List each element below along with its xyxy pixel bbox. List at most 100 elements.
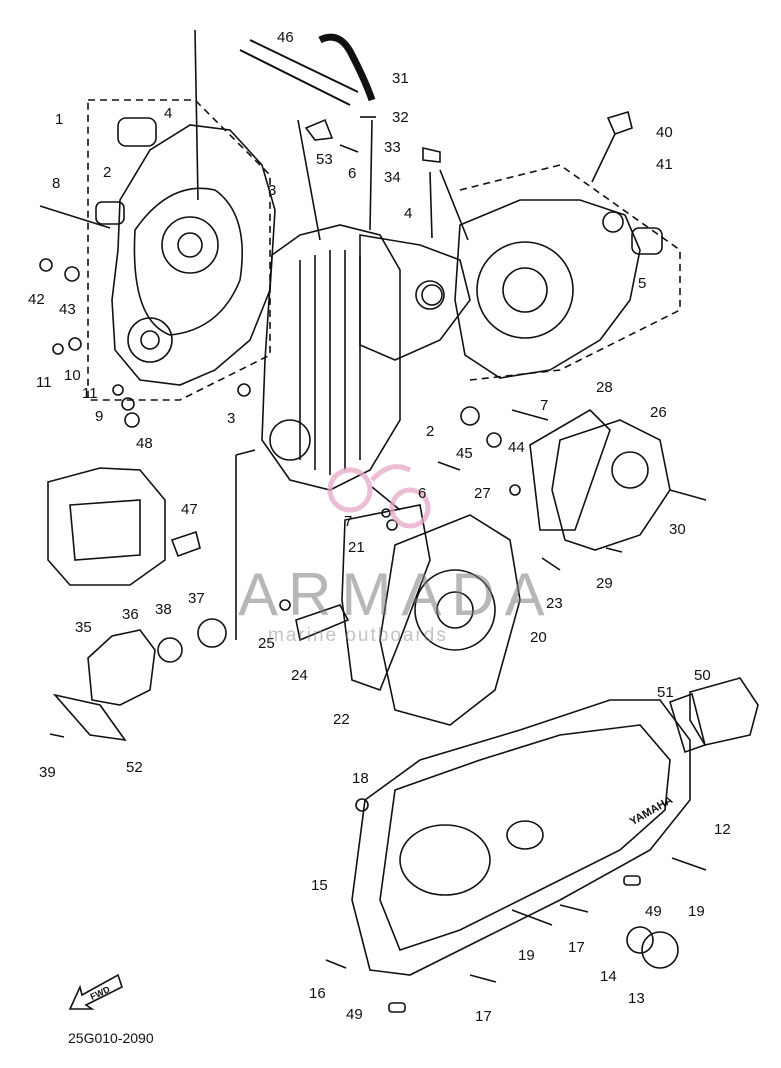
- plug-48: [124, 412, 140, 428]
- bolt-7a: [511, 409, 549, 421]
- bearing-2a: [95, 201, 125, 225]
- callout-6: 6: [418, 485, 427, 502]
- callout-36: 36: [122, 606, 139, 623]
- sensor-41: [591, 133, 616, 183]
- callout-52: 52: [126, 759, 143, 776]
- callout-23: 23: [546, 595, 563, 612]
- bolt-8: [39, 205, 111, 229]
- sensor-40: [606, 110, 633, 136]
- plug-49a: [388, 1002, 406, 1013]
- bearing-5: [631, 227, 663, 255]
- left-crankcase: [111, 124, 276, 386]
- duct-50: [689, 677, 759, 746]
- callout-46: 46: [277, 29, 294, 46]
- callout-17: 17: [568, 939, 585, 956]
- callout-13: 13: [628, 990, 645, 1007]
- callout-51: 51: [657, 684, 674, 701]
- leader-line: [439, 169, 469, 241]
- crankcase-cover-15: [351, 699, 691, 976]
- callout-50: 50: [694, 667, 711, 684]
- callout-30: 30: [669, 521, 686, 538]
- clamp-24: [295, 604, 350, 642]
- callout-27: 27: [474, 485, 491, 502]
- callout-22: 22: [333, 711, 350, 728]
- callout-11: 11: [36, 374, 52, 391]
- clip-47: [170, 530, 201, 558]
- callout-40: 40: [656, 124, 673, 141]
- oring-14: [626, 926, 654, 954]
- callout-16: 16: [309, 985, 326, 1002]
- leader-line: [369, 119, 373, 231]
- bolt-23: [541, 557, 561, 571]
- callout-9: 9: [95, 408, 104, 425]
- pipe-34: [429, 171, 433, 239]
- bolt-29: [605, 547, 623, 553]
- hose-46: [239, 39, 359, 106]
- callout-18: 18: [352, 770, 369, 787]
- callout-43: 43: [59, 301, 76, 318]
- callout-14: 14: [600, 968, 617, 985]
- callout-4: 4: [404, 205, 413, 222]
- right-crankcase: [454, 199, 641, 379]
- callout-2: 2: [426, 423, 435, 440]
- plug-49b: [623, 875, 641, 886]
- callout-8: 8: [52, 175, 61, 192]
- callout-35: 35: [75, 619, 92, 636]
- bolt-45: [437, 461, 461, 471]
- fwd-arrow-icon: FWD: [68, 973, 124, 1013]
- bracket-52: [52, 693, 127, 742]
- callout-47: 47: [181, 501, 198, 518]
- generator-cover-26: [551, 419, 671, 551]
- fitting-33: [422, 146, 441, 163]
- callout-29: 29: [596, 575, 613, 592]
- callout-15: 15: [311, 877, 328, 894]
- callout-31: 31: [392, 70, 409, 87]
- leader-line: [297, 119, 321, 241]
- callout-24: 24: [291, 667, 308, 684]
- callout-32: 32: [392, 109, 409, 126]
- callout-34: 34: [384, 169, 401, 186]
- callout-3: 3: [268, 182, 277, 199]
- callout-6: 6: [348, 165, 357, 182]
- bolt-19a: [511, 909, 553, 926]
- seal-44: [486, 432, 502, 448]
- bolt-6a: [339, 144, 359, 153]
- dowel-11a: [52, 343, 64, 355]
- callout-7: 7: [344, 513, 353, 530]
- cap-13: [641, 931, 679, 969]
- dowel-27: [509, 484, 521, 496]
- bearing-4a: [117, 117, 157, 147]
- bolt-6b: [371, 486, 401, 511]
- oring-10: [68, 337, 82, 351]
- bearing-4b: [415, 280, 445, 310]
- cap-37: [197, 618, 227, 648]
- callout-49: 49: [645, 903, 662, 920]
- callout-44: 44: [508, 439, 525, 456]
- callout-3: 3: [227, 410, 236, 427]
- callout-26: 26: [650, 404, 667, 421]
- dowel-3: [237, 383, 251, 397]
- callout-45: 45: [456, 445, 473, 462]
- callout-4: 4: [164, 105, 173, 122]
- callout-7: 7: [540, 397, 549, 414]
- callout-33: 33: [384, 139, 401, 156]
- leader-line: [235, 449, 256, 456]
- plug-18: [355, 798, 369, 812]
- callout-53: 53: [316, 151, 333, 168]
- callout-5: 5: [638, 275, 647, 292]
- diagram-code: 25G010-2090: [68, 1030, 154, 1046]
- duct-51: [669, 692, 706, 754]
- cylinder-block: [261, 224, 401, 491]
- washer-25: [279, 599, 291, 611]
- callout-1: 1: [55, 111, 64, 128]
- callout-11: 11: [82, 385, 98, 402]
- dowel-7b: [381, 508, 391, 518]
- callout-21: 21: [348, 539, 365, 556]
- bolt-30: [669, 489, 707, 501]
- callout-12: 12: [714, 821, 731, 838]
- callout-37: 37: [188, 590, 205, 607]
- plug-9: [121, 397, 135, 411]
- bolt-17b: [469, 974, 497, 983]
- callout-48: 48: [136, 435, 153, 452]
